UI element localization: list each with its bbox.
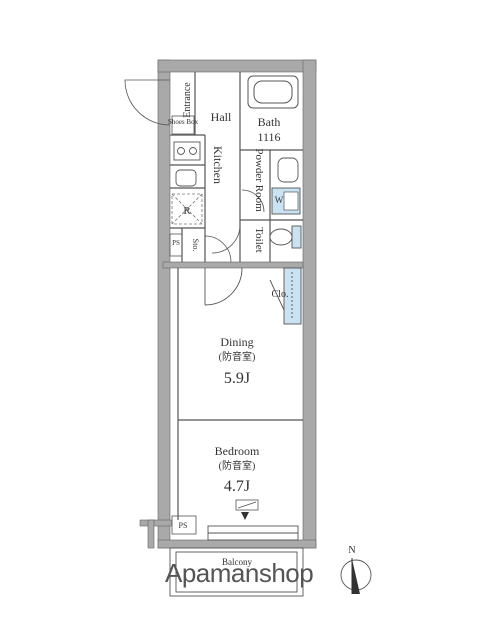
small-doors xyxy=(204,189,265,263)
bedroom-label: Bedroom xyxy=(215,444,260,458)
shoes-box-label: Shoes Box xyxy=(168,118,199,126)
dining-size: 5.9J xyxy=(224,370,250,387)
ps-bottom-label: PS xyxy=(179,521,188,530)
watermark-logo: Apamanshop xyxy=(165,558,314,588)
interior-walls xyxy=(170,72,303,520)
outer-walls xyxy=(139,59,317,549)
toilet-fixture xyxy=(269,225,302,249)
closet xyxy=(269,267,302,325)
kitchen-label: Kitchen xyxy=(211,146,225,184)
entrance-label: Entrance xyxy=(182,82,193,118)
ps-top-label: PS xyxy=(172,239,180,247)
storage-label: Sto. xyxy=(191,239,200,252)
dining-note: (防音室) xyxy=(219,350,256,363)
ac-unit xyxy=(235,499,259,511)
ps-bottom-box xyxy=(171,515,197,535)
bedroom-size: 4.7J xyxy=(224,478,250,495)
window-arrow-icon xyxy=(241,512,249,520)
balcony-label: Balcony xyxy=(222,557,252,567)
kitchen-counter xyxy=(173,141,201,187)
refrigerator-label: R xyxy=(183,205,191,217)
refrigerator-space xyxy=(171,193,203,225)
bedroom-note: (防音室) xyxy=(219,459,256,472)
bathtub xyxy=(247,75,299,109)
ps-top-box xyxy=(169,233,183,257)
toilet-label: Toilet xyxy=(253,227,265,253)
bath-size: 1116 xyxy=(257,130,280,144)
balcony xyxy=(169,525,304,597)
dining-label: Dining xyxy=(220,335,253,349)
entrance-door xyxy=(124,79,171,126)
north-label: N xyxy=(348,545,355,556)
hall-label: Hall xyxy=(211,110,232,124)
bath-label: Bath xyxy=(258,115,281,129)
shoes-box xyxy=(171,115,195,135)
dining-door xyxy=(204,267,243,306)
north-compass: N xyxy=(340,545,372,594)
closet-label: Clo. xyxy=(272,289,289,300)
powder-room-label: Powder Room xyxy=(253,148,265,212)
powder-room-fixtures xyxy=(271,157,301,215)
washer-label: W xyxy=(275,195,284,205)
